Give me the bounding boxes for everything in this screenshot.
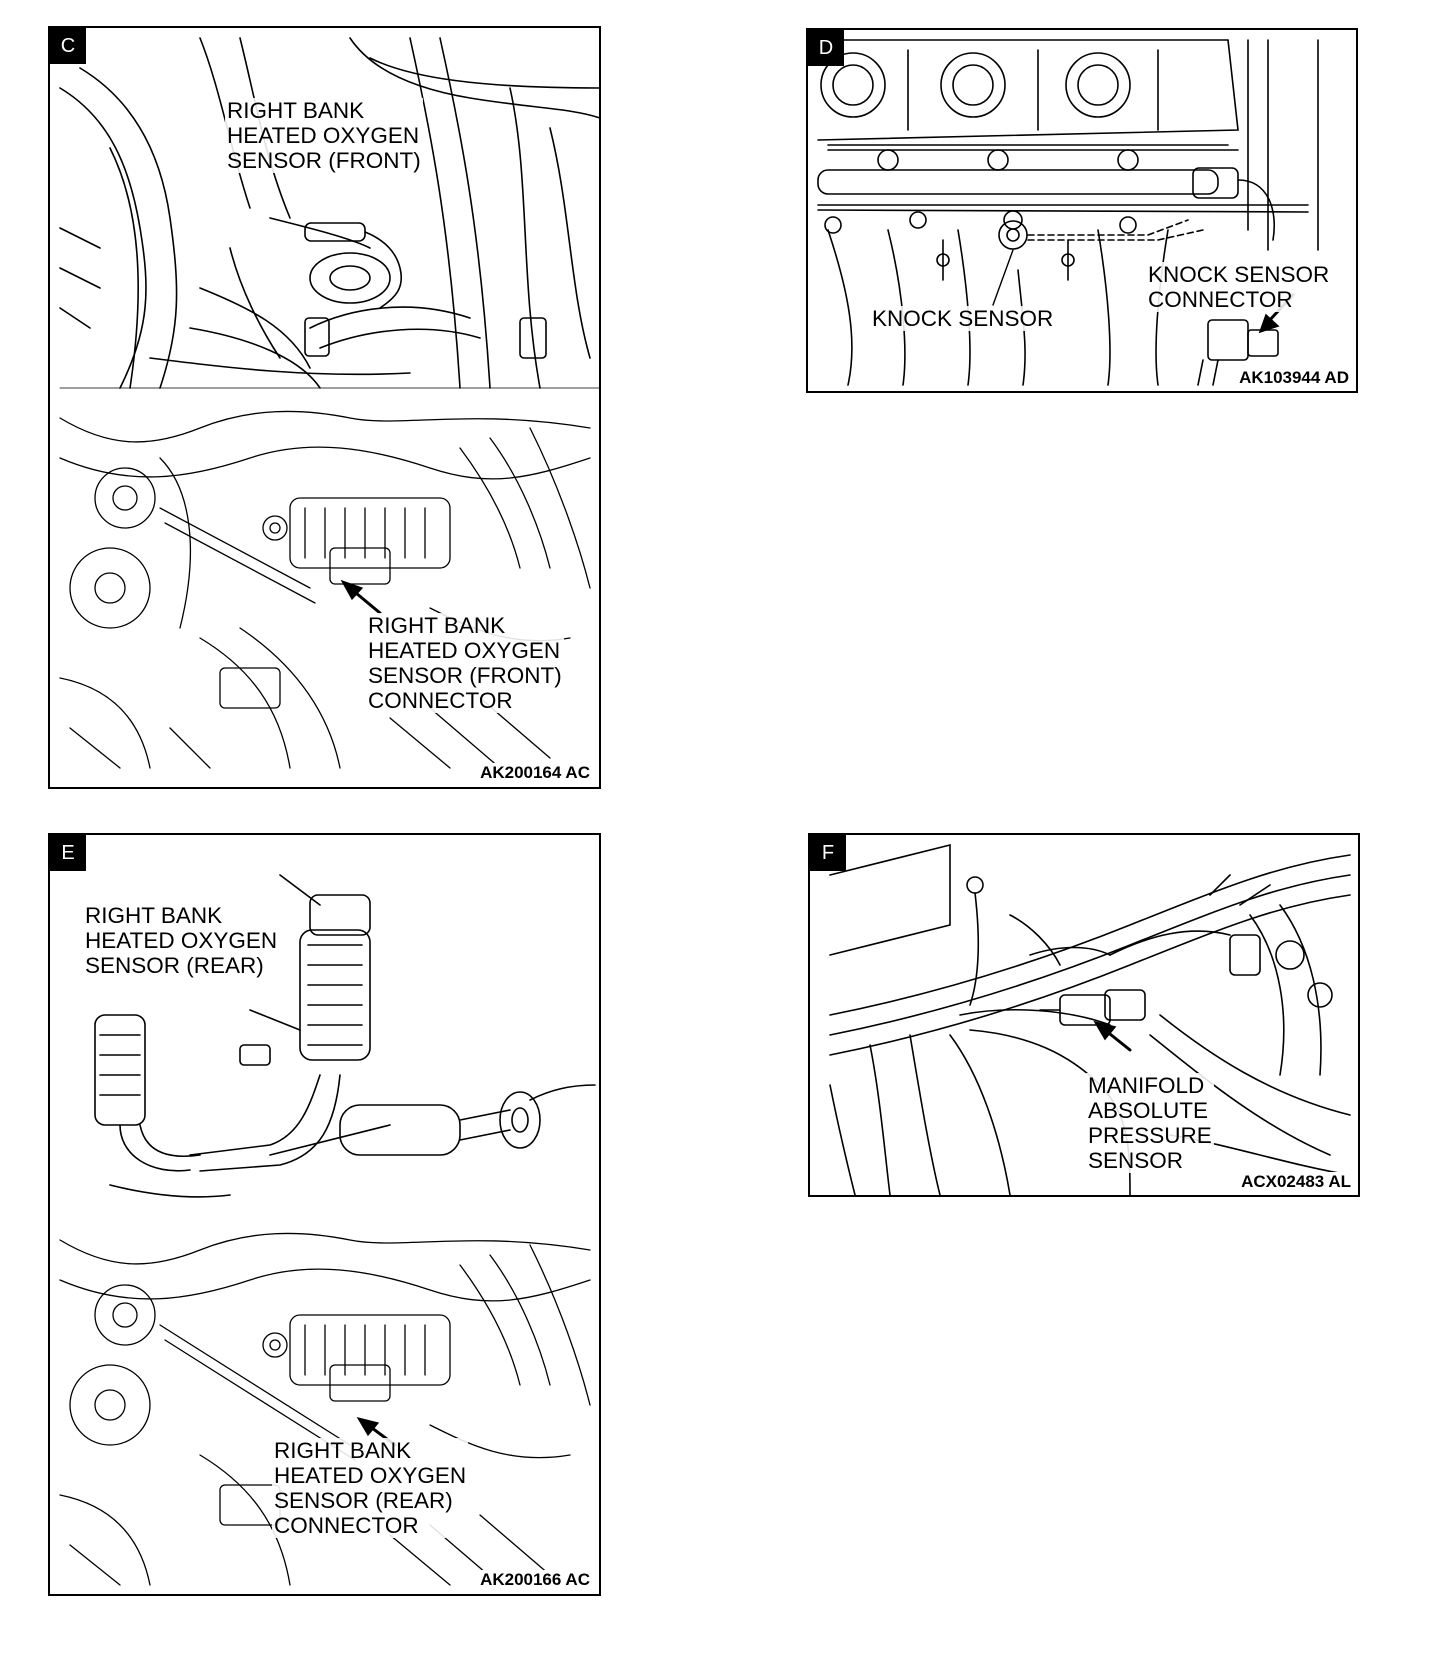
- panel-d: D KNOCK SENSOR KNOCK SENSOR CONNECTOR AK…: [806, 28, 1358, 393]
- panel-d-knock-sensor-label: KNOCK SENSOR: [870, 306, 1056, 331]
- panel-d-illustration: [817, 39, 1319, 386]
- panel-f-figure-code: ACX02483 AL: [1238, 1172, 1354, 1192]
- panel-f-map-sensor-label: MANIFOLD ABSOLUTE PRESSURE SENSOR: [1086, 1073, 1214, 1173]
- panel-c-lower-drawing: [59, 410, 591, 769]
- panel-c: C RIGHT BANK HEATED OXYGEN SENSOR (FRONT…: [48, 26, 601, 789]
- panel-e-figure-code: AK200166 AC: [477, 1570, 593, 1590]
- panel-e-letter: E: [50, 835, 86, 871]
- panel-c-upper-drawing: [59, 37, 599, 389]
- panel-d-knock-connector-label: KNOCK SENSOR CONNECTOR: [1146, 262, 1332, 312]
- panel-c-bottom-callout: RIGHT BANK HEATED OXYGEN SENSOR (FRONT) …: [366, 613, 564, 713]
- panel-f-illustration: [829, 843, 1351, 1195]
- panel-e: E RIGHT BANK HEATED OXYGEN SENSOR (REAR)…: [48, 833, 601, 1596]
- panel-c-figure-code: AK200164 AC: [477, 763, 593, 783]
- panel-c-illustration: [59, 37, 599, 769]
- panel-d-letter: D: [808, 30, 844, 66]
- panel-f-letter: F: [810, 835, 846, 871]
- panel-e-upper-drawing: [94, 874, 596, 1198]
- panel-e-top-callout: RIGHT BANK HEATED OXYGEN SENSOR (REAR): [83, 903, 280, 978]
- panel-c-letter: C: [50, 28, 86, 64]
- panel-d-figure-code: AK103944 AD: [1236, 368, 1352, 388]
- panel-c-top-callout: RIGHT BANK HEATED OXYGEN SENSOR (FRONT): [225, 98, 423, 173]
- panel-f: F MANIFOLD ABSOLUTE PRESSURE SENSOR ACX0…: [808, 833, 1360, 1197]
- panel-e-bottom-callout: RIGHT BANK HEATED OXYGEN SENSOR (REAR) C…: [272, 1438, 469, 1538]
